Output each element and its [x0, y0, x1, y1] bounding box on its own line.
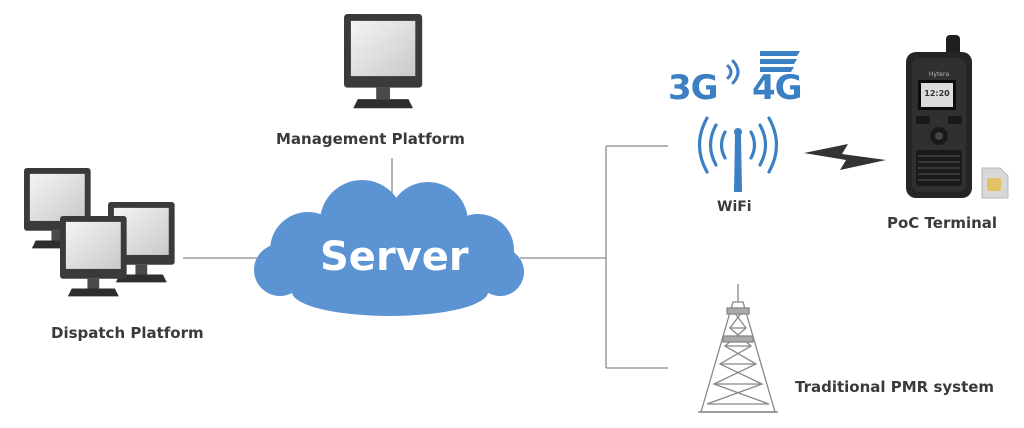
- wifi-antenna-icon: [697, 116, 779, 174]
- poc-handheld-radio-icon: Hytera 12:20: [906, 35, 972, 198]
- server-label: Server: [320, 234, 469, 280]
- signal-4g-bars-icon: [760, 51, 800, 72]
- wifi-label: WiFi: [717, 199, 752, 215]
- pmr-radio-tower-icon: [698, 284, 778, 413]
- network-3g-label: 3G: [668, 68, 719, 108]
- pmr-system-label: Traditional PMR system: [795, 378, 995, 396]
- network-4g-label: 4G: [752, 68, 803, 108]
- management-monitor-icon: [344, 14, 423, 109]
- connector-lines: [183, 145, 668, 369]
- poc-time-text: 12:20: [924, 89, 950, 98]
- dispatch-platform-label: Dispatch Platform: [51, 324, 204, 342]
- poc-brand-text: Hytera: [929, 71, 950, 78]
- management-platform-label: Management Platform: [276, 130, 465, 148]
- poc-terminal-label: PoC Terminal: [887, 214, 998, 232]
- sim-card-icon: [981, 167, 1009, 199]
- wifi-antenna-mast: [734, 134, 742, 192]
- server-cloud-icon: [254, 180, 524, 316]
- signal-3g-waves-icon: [726, 59, 740, 85]
- lightning-link-icon: [804, 144, 886, 170]
- dispatch-monitor-group-icon: [24, 168, 175, 297]
